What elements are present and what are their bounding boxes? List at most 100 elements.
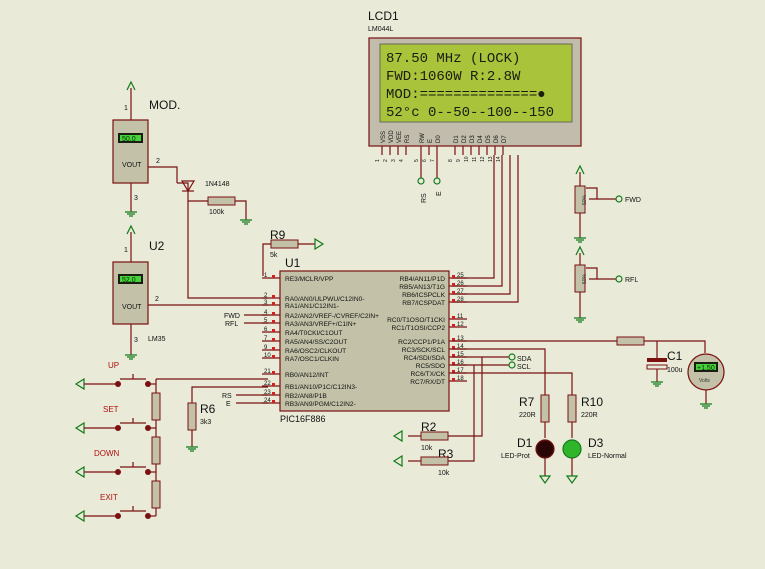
voltmeter-value: +1.50 bbox=[697, 365, 715, 372]
ground-arrow-icon bbox=[74, 465, 85, 479]
mcu-pin-marker bbox=[272, 329, 275, 332]
lcd-pin-number: 13 bbox=[488, 156, 494, 162]
mcu-pin-marker bbox=[452, 299, 455, 302]
svg-text:1: 1 bbox=[124, 105, 128, 112]
lcd-pin-number: 6 bbox=[422, 159, 428, 162]
mcu-pin-name: RC0/T1OSO/T1CKI bbox=[387, 317, 445, 324]
led-prot-icon bbox=[535, 439, 555, 459]
resistor-r9: R9 5k bbox=[262, 228, 325, 276]
mcu-pin-number: 28 bbox=[457, 297, 464, 303]
mcu-pin-name: RC3/SCK/SCL bbox=[402, 347, 446, 354]
svg-text:50%: 50% bbox=[582, 194, 588, 205]
lcd-module[interactable]: LCD1 LM044L 87.50 MHz (LOCK) FWD:1060W R… bbox=[368, 9, 582, 162]
mcu-pin-marker bbox=[452, 283, 455, 286]
svg-text:R10: R10 bbox=[581, 395, 603, 409]
button-label: SET bbox=[103, 405, 119, 414]
svg-text:R9: R9 bbox=[270, 228, 286, 242]
switch-contact-icon bbox=[115, 513, 121, 519]
mod-source[interactable]: MOD. 1 50.0 VOUT 2 3 bbox=[112, 80, 180, 217]
svg-text:100u: 100u bbox=[667, 367, 683, 374]
svg-text:10k: 10k bbox=[421, 445, 433, 452]
switch-contact-icon bbox=[115, 425, 121, 431]
svg-text:E: E bbox=[226, 401, 231, 408]
svg-text:50%: 50% bbox=[582, 273, 588, 284]
mcu-pin-name: RC5/SDO bbox=[416, 363, 445, 370]
u2-label: U2 bbox=[149, 239, 165, 253]
mcu-pin-marker bbox=[452, 362, 455, 365]
i2c-lines: SDA SCL bbox=[448, 353, 532, 462]
button-up[interactable]: UP bbox=[74, 361, 156, 391]
lcd-screen bbox=[379, 43, 573, 123]
mcu-pin-number: 2 bbox=[264, 293, 268, 299]
mcu-pin-name: RA1/AN1/C12IN1- bbox=[285, 303, 339, 310]
mod-vout: VOUT bbox=[122, 162, 142, 169]
svg-text:1: 1 bbox=[124, 247, 128, 254]
mcu-pin-marker bbox=[452, 316, 455, 319]
mcu-pin-marker bbox=[272, 312, 275, 315]
ground-arrow-icon bbox=[74, 509, 85, 523]
lcd-line-1: 87.50 MHz (LOCK) bbox=[386, 51, 520, 67]
mcu-pin-name: RC1/T1OSI/CCP2 bbox=[392, 325, 446, 332]
lcd-pin-number: 5 bbox=[414, 159, 420, 162]
resistor-r3: R3 10k bbox=[392, 447, 454, 477]
lcd-line-3: MOD:==============● bbox=[386, 87, 546, 103]
lcd-rs-label: RS bbox=[421, 193, 428, 203]
lcd-pin-number: 1 bbox=[375, 159, 381, 162]
button-down[interactable]: DOWN bbox=[74, 449, 156, 479]
mcu-pin-marker bbox=[452, 291, 455, 294]
svg-text:Volts: Volts bbox=[699, 378, 710, 384]
mcu-pin-name: RA0/AN0/ULPWU/C12IN0- bbox=[285, 296, 365, 303]
svg-text:5k: 5k bbox=[270, 252, 278, 259]
mcu-pin-number: 26 bbox=[457, 281, 464, 287]
pot-fwd[interactable]: 50% FWD bbox=[574, 164, 641, 243]
lcd-ref: LCD1 bbox=[368, 9, 399, 23]
ground-arrow-icon bbox=[74, 421, 85, 435]
mcu-pin-name: RA7/OSC1/CLKIN bbox=[285, 356, 339, 363]
mcu-pin-number: 24 bbox=[264, 398, 271, 404]
switch-contact-icon bbox=[145, 425, 151, 431]
mcu-pin-name: RC4/SDI/SDA bbox=[404, 355, 446, 362]
voltmeter[interactable]: +1.50 Volts bbox=[687, 353, 725, 409]
lcd-pin-number: 11 bbox=[472, 157, 478, 162]
svg-text:3k3: 3k3 bbox=[200, 419, 211, 426]
mcu-pin-marker bbox=[272, 347, 275, 350]
lcd-pin-name: VDD bbox=[389, 130, 395, 143]
lcd-pin-name: D5 bbox=[486, 135, 492, 143]
lcd-e-label: E bbox=[436, 191, 443, 196]
mcu-pin-number: 14 bbox=[457, 344, 464, 350]
switch-contact-icon bbox=[115, 381, 121, 387]
switch-contact-icon bbox=[115, 469, 121, 475]
lcd-pin-name: D6 bbox=[494, 135, 500, 143]
mcu-pin-name: RC6/TX/CK bbox=[411, 371, 446, 378]
pwm-output: C1 100u bbox=[452, 336, 706, 387]
lcd-pin-name: D0 bbox=[436, 135, 442, 143]
button-exit[interactable]: EXIT bbox=[74, 493, 156, 523]
svg-text:RFL: RFL bbox=[225, 321, 238, 328]
mcu-pin-marker bbox=[272, 295, 275, 298]
svg-text:3: 3 bbox=[134, 195, 138, 202]
mcu-pin-name: RC2/CCP1/P1A bbox=[398, 339, 446, 346]
mcu-ref: U1 bbox=[285, 256, 301, 270]
mcu-pin-marker bbox=[272, 302, 275, 305]
u2-lm35[interactable]: U2 1 52.0 VOUT 2 3 LM35 bbox=[112, 224, 268, 360]
svg-text:220R: 220R bbox=[581, 412, 598, 419]
mcu-pin-name: RB6/ICSPCLK bbox=[402, 292, 445, 299]
mcu-pin-number: 9 bbox=[264, 345, 268, 351]
pot-rfl[interactable]: 50% RFL bbox=[574, 245, 638, 323]
mcu-pin-number: 23 bbox=[264, 390, 271, 396]
mcu-pin-name: RB1/AN10/P1C/C12IN3- bbox=[285, 384, 357, 391]
mcu-pin-marker bbox=[452, 370, 455, 373]
button-set[interactable]: SET bbox=[74, 405, 156, 435]
svg-text:2: 2 bbox=[156, 158, 160, 165]
ground-arrow-icon bbox=[74, 377, 85, 391]
mcu-pin-name: RB0/AN12/INT bbox=[285, 372, 329, 379]
lcd-line-2: FWD:1060W R:2.8W bbox=[386, 69, 521, 85]
lcd-pin-number: 8 bbox=[448, 159, 454, 162]
mcu-pin-marker bbox=[452, 346, 455, 349]
mcu-pin-marker bbox=[452, 324, 455, 327]
svg-text:FWD: FWD bbox=[224, 313, 240, 320]
pot-fwd-label: FWD bbox=[625, 197, 641, 204]
